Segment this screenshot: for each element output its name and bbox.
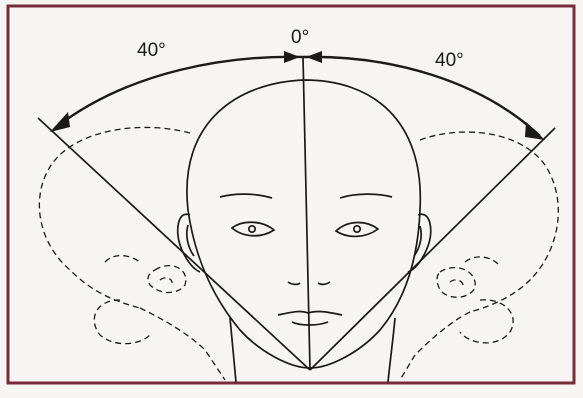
frame-border (8, 6, 574, 383)
right-eyebrow (340, 194, 392, 198)
nose-right (318, 282, 330, 284)
neck-lines (230, 318, 395, 382)
left-angle-label: 40° (137, 40, 166, 61)
left-eyebrow (220, 194, 272, 198)
left-arrowhead (50, 112, 70, 132)
left-40-line (38, 118, 310, 370)
right-angle-label: 40° (435, 50, 464, 71)
rotation-arc (55, 57, 540, 136)
right-40-line (310, 128, 555, 370)
center-axis-line (303, 57, 310, 370)
mouth (278, 312, 342, 315)
right-arrowhead (525, 122, 545, 140)
center-arrowhead-right (306, 51, 322, 63)
left-eye (232, 222, 274, 236)
arc-arrowheads (50, 51, 545, 140)
nose-left (288, 282, 300, 284)
center-angle-label: 0° (291, 27, 309, 48)
right-eye (336, 222, 378, 236)
center-arrowhead-left (284, 51, 300, 63)
